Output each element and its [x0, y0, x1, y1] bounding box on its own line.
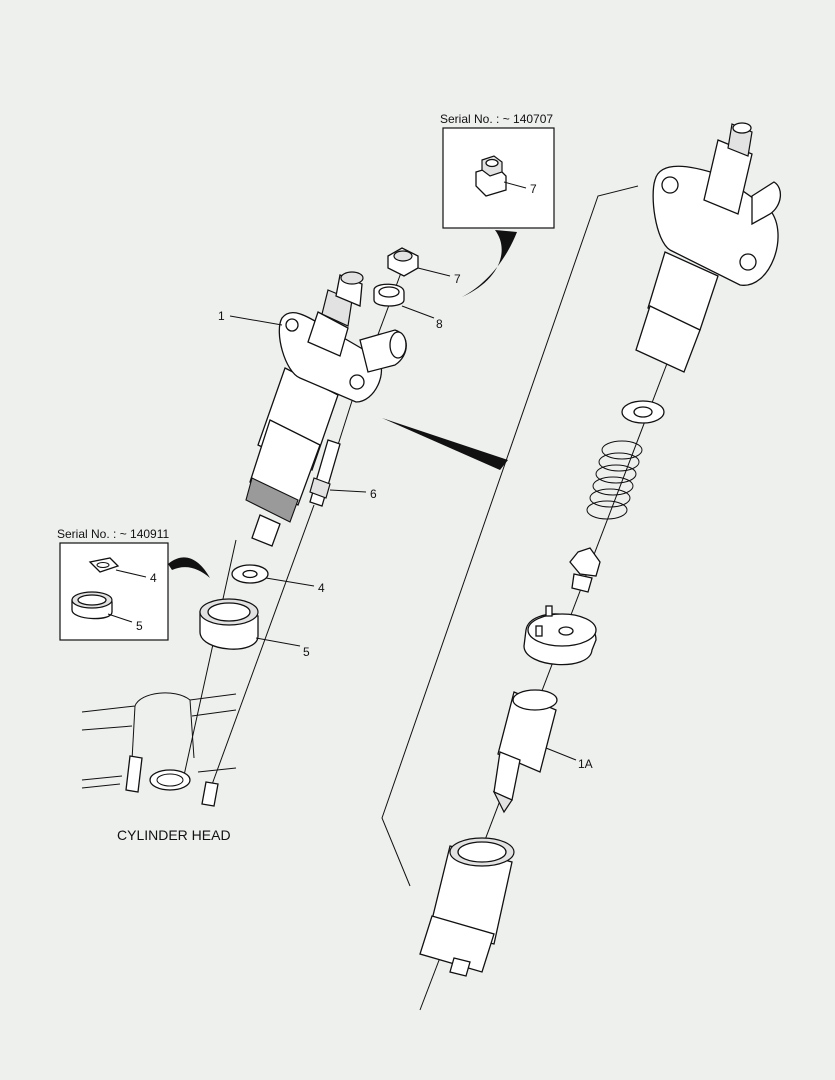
- part-label-6: 6: [370, 487, 377, 501]
- push-rod-icon: [569, 547, 601, 593]
- seal-ring-icon: [199, 598, 259, 650]
- part-label-1: 1: [218, 309, 225, 323]
- washer-8-icon: [373, 283, 405, 307]
- leader-wedge-arrow: [382, 418, 508, 470]
- nozzle-holder-body: [635, 122, 781, 373]
- leader-arrow-left: [168, 557, 210, 578]
- nut-icon: [387, 247, 419, 277]
- shim-washer-icon: [621, 400, 665, 424]
- distance-piece-icon: [523, 605, 597, 666]
- spring-icon: [586, 440, 643, 520]
- stud-bolt-icon: [309, 439, 341, 507]
- part-label-7: 7: [454, 272, 461, 286]
- nut-icon-inset: [475, 155, 507, 197]
- exploded-view-bracket: [381, 185, 639, 887]
- retaining-nut-icon: [419, 837, 515, 977]
- injector-assembly: [182, 261, 407, 791]
- cylinder-head-caption: CYLINDER HEAD: [117, 827, 231, 843]
- inset-box-left: 4 5: [59, 542, 169, 641]
- washer-4-icon: [231, 564, 269, 584]
- inset-box-top: 7: [442, 127, 555, 229]
- nozzle-1a-icon: [492, 689, 558, 814]
- washer-icon-inset: [88, 557, 120, 573]
- cylinder-head-sketch: [81, 692, 237, 807]
- part-label-8: 8: [436, 317, 443, 331]
- part-label-1a: 1A: [578, 757, 593, 771]
- part-label-7-inset: 7: [530, 182, 537, 196]
- part-label-5-inset: 5: [136, 619, 143, 633]
- seal-ring-icon-inset: [71, 591, 113, 620]
- part-label-5: 5: [303, 645, 310, 659]
- serial-label-left: Serial No. : ~ 140911: [57, 527, 170, 541]
- leader-arrow-top: [462, 230, 517, 297]
- part-label-4-inset: 4: [150, 571, 157, 585]
- serial-label-top: Serial No. : ~ 140707: [440, 112, 553, 126]
- part-label-4: 4: [318, 581, 325, 595]
